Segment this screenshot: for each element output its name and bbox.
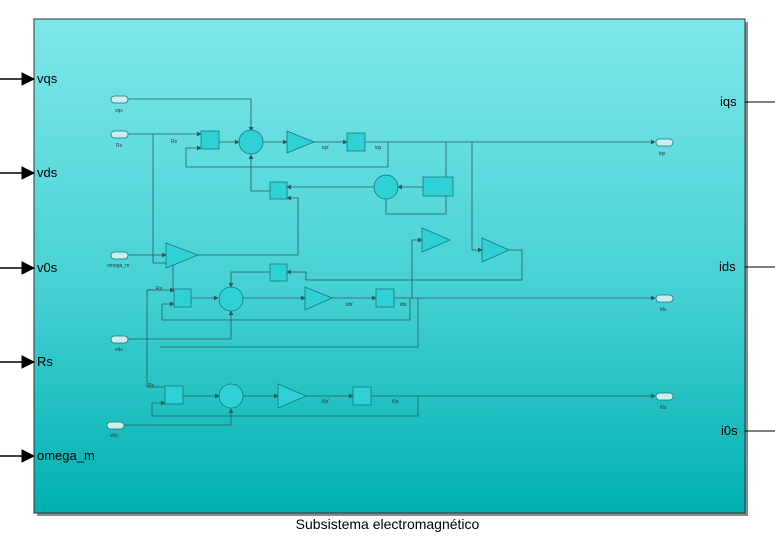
signal-label-iqs-prime: iqs' (322, 145, 329, 151)
gain-block-omega[interactable] (165, 242, 200, 269)
signal-label-rs-d: Rs (156, 286, 163, 292)
sum-block-flux[interactable] (373, 174, 399, 200)
label-out-i0s: i0s (660, 405, 667, 411)
signal-label-ids: ids (400, 302, 407, 308)
signal-label-ids-prime: ids' (346, 302, 353, 308)
product-block-cross-q[interactable] (269, 181, 288, 200)
sum-block-d[interactable] (218, 286, 244, 312)
signal-lines (124, 98, 656, 426)
gain-block-upper[interactable] (421, 227, 452, 253)
integrator-block-q[interactable] (346, 132, 366, 152)
internal-outport-iqs[interactable] (655, 138, 674, 147)
constant-block[interactable] (422, 176, 454, 197)
sum-block-q[interactable] (238, 129, 264, 155)
signal-label-i0s-prime: i0s' (322, 399, 329, 405)
integrator-block-d[interactable] (375, 288, 395, 308)
label-out-iqs: iqs (659, 151, 666, 157)
product-block-q[interactable] (200, 130, 220, 150)
gain-block-d[interactable] (304, 286, 334, 311)
sum-block-0[interactable] (218, 383, 244, 409)
internal-inport-rs[interactable] (110, 130, 129, 139)
inport-label-vds: vds (37, 165, 58, 180)
internal-inport-vqs[interactable] (110, 95, 129, 104)
product-block-0[interactable] (164, 385, 184, 405)
internal-outport-i0s[interactable] (655, 392, 674, 401)
internal-inport-v0s[interactable] (106, 421, 125, 430)
label-out-ids: ids (660, 307, 667, 313)
integrator-block-0[interactable] (352, 386, 372, 406)
internal-inport-vds[interactable] (110, 335, 129, 344)
inport-label-v0s: v0s (37, 260, 58, 275)
label-vqs: vqs (115, 108, 123, 114)
product-block-cross-d[interactable] (269, 263, 288, 282)
label-rs: Rs (116, 143, 123, 149)
signal-label-i0s: i0s (392, 399, 399, 405)
signal-label-rs-q: Rs (171, 139, 178, 145)
external-outport-lines (745, 101, 775, 432)
gain-block-right[interactable] (481, 237, 510, 263)
outport-label-iqs: iqs (720, 94, 737, 109)
outport-label-ids: ids (719, 259, 736, 274)
internal-outport-ids[interactable] (655, 294, 674, 303)
subsystem-caption: Subsistema electromagnético (295, 516, 480, 532)
label-v0s: v0s (110, 433, 118, 439)
internal-labels: vqs Rs omega_m vds v0s iqs ids i0s Rs iq… (107, 108, 667, 439)
outport-label-i0s: i0s (721, 423, 738, 438)
label-omega-m: omega_m (107, 263, 129, 269)
product-block-d[interactable] (173, 288, 192, 308)
inport-label-rs: Rs (37, 354, 53, 369)
subsystem-block[interactable] (33, 18, 746, 514)
inport-label-omega-m: omega_m (37, 448, 95, 463)
inport-label-vqs: vqs (37, 71, 58, 86)
label-vds: vds (115, 347, 123, 353)
signal-label-rs-0: Rs (148, 383, 155, 389)
internal-inport-omega-m[interactable] (110, 251, 129, 260)
signal-label-iqs: iqs (375, 145, 382, 151)
gain-block-0[interactable] (277, 383, 308, 409)
external-inport-arrows (0, 72, 36, 463)
gain-block-q[interactable] (286, 130, 316, 154)
